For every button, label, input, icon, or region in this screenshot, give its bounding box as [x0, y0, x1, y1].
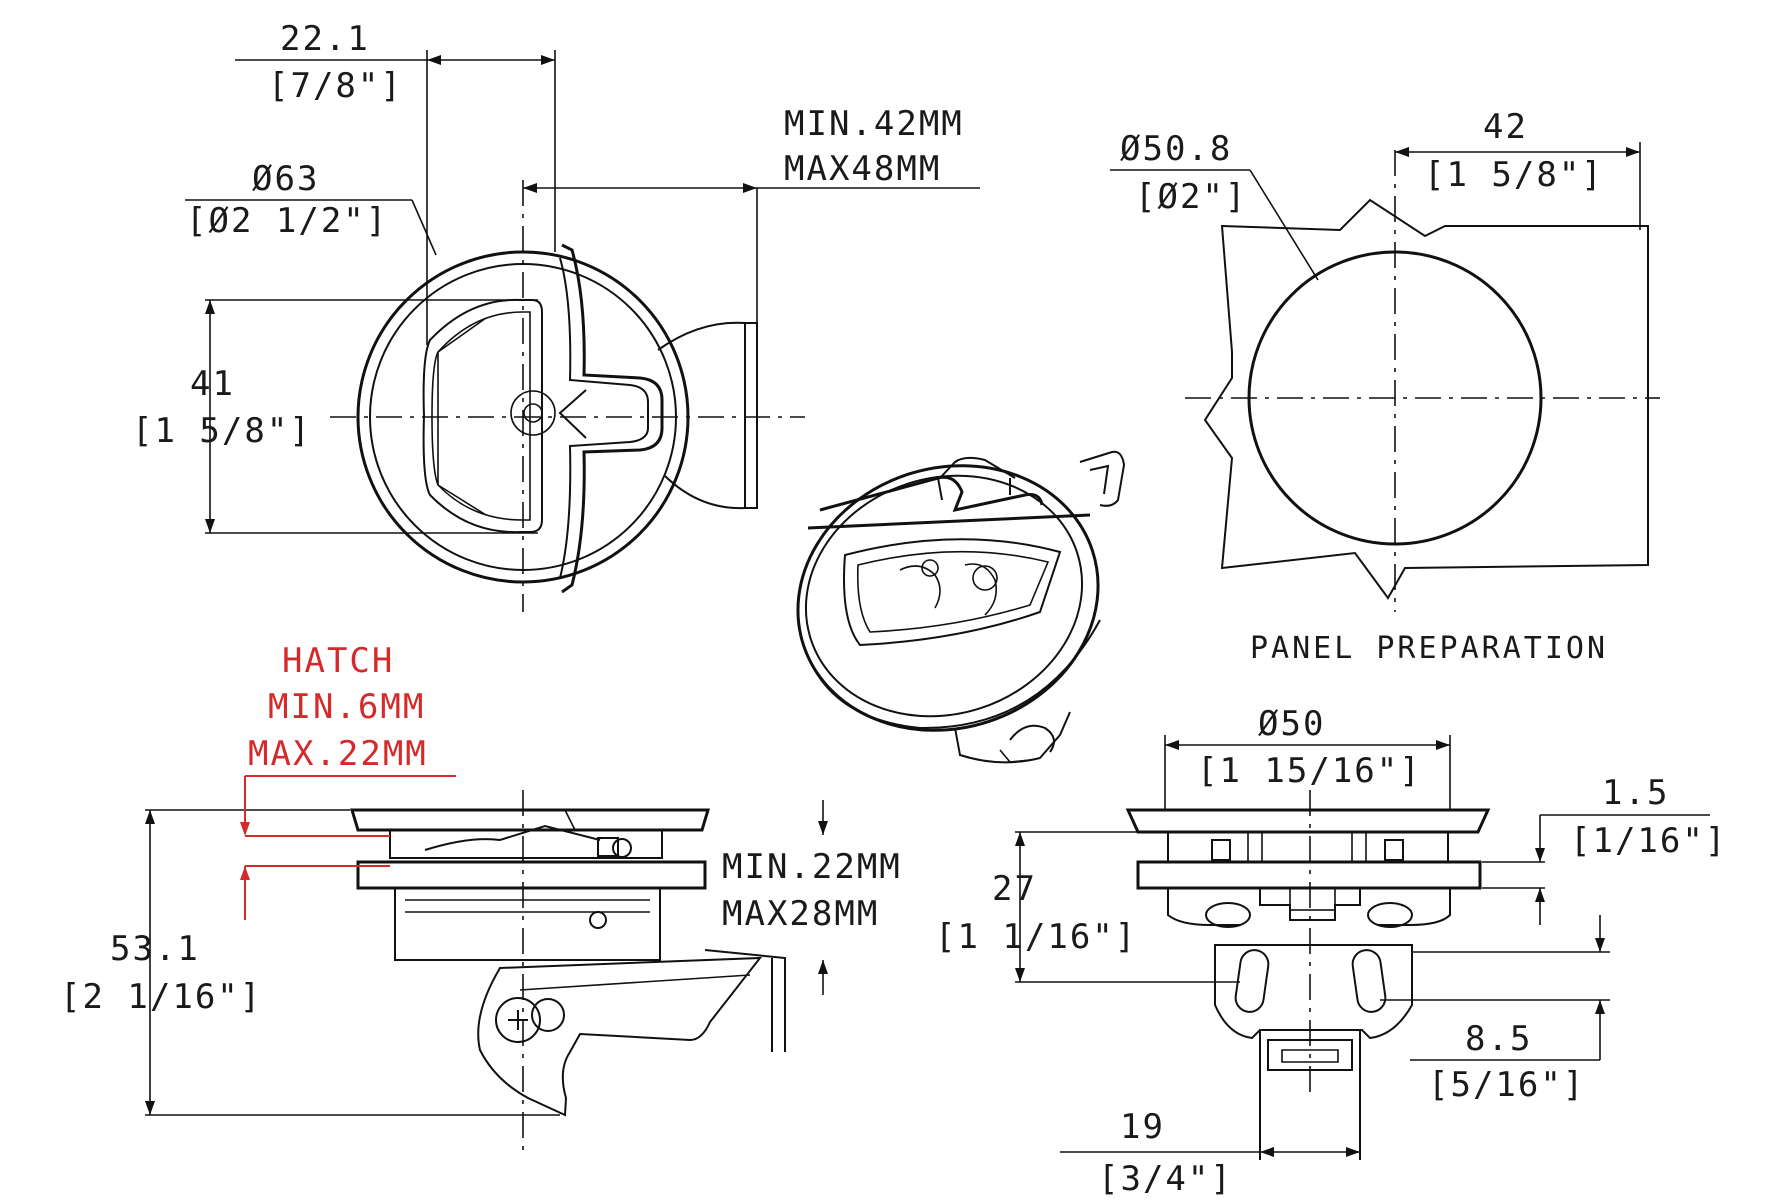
dim-dia-50-mm: Ø50 — [1258, 704, 1325, 744]
dim-22-1-mm: 22.1 — [280, 19, 370, 59]
panel-preparation: 42 [1 5/8"] Ø50.8 [Ø2"] PANEL PREPARATIO… — [1110, 107, 1660, 666]
top-view: 22.1 [7/8"] Ø63 [Ø2 1/2"] MIN.42MM MAX48… — [132, 19, 980, 612]
panel-preparation-title: PANEL PREPARATION — [1250, 631, 1608, 666]
dim-53-1-inch: [2 1/16"] — [60, 977, 262, 1017]
dim-dia-50-8-inch: [Ø2"] — [1135, 177, 1247, 217]
dim-1-5-mm: 1.5 — [1602, 773, 1669, 813]
dim-dia-50-inch: [1 15/16"] — [1197, 751, 1422, 791]
hatch-min: MIN.6MM — [268, 687, 425, 727]
dim-41-mm: 41 — [190, 364, 235, 404]
isometric-view — [796, 450, 1126, 764]
dim-42-inch: [1 5/8"] — [1424, 155, 1604, 195]
dim-min-42: MIN.42MM — [784, 104, 964, 144]
dim-53-1-mm: 53.1 — [110, 929, 200, 969]
hatch-title: HATCH — [282, 641, 394, 681]
dim-dia-63-mm: Ø63 — [252, 159, 319, 199]
front-view: Ø50 [1 15/16"] 1.5 [1/16"] 27 [1 1/16"] … — [935, 704, 1727, 1199]
hatch-max: MAX.22MM — [248, 734, 428, 774]
dim-41-inch: [1 5/8"] — [132, 411, 312, 451]
dim-19-inch: [3/4"] — [1098, 1159, 1233, 1199]
dim-max-48: MAX48MM — [784, 149, 941, 189]
dim-dia-50-8-mm: Ø50.8 — [1120, 129, 1232, 169]
dim-27-mm: 27 — [992, 869, 1037, 909]
dim-min-22: MIN.22MM — [722, 847, 902, 887]
side-view: 53.1 [2 1/16"] MIN.22MM MAX28MM HATCH MI… — [60, 641, 902, 1150]
dim-dia-63-inch: [Ø2 1/2"] — [186, 201, 388, 241]
dim-27-inch: [1 1/16"] — [935, 917, 1137, 957]
dim-8-5-mm: 8.5 — [1465, 1019, 1532, 1059]
dim-1-5-inch: [1/16"] — [1570, 821, 1727, 861]
dim-19-mm: 19 — [1120, 1107, 1165, 1147]
dim-42-mm: 42 — [1483, 107, 1528, 147]
dim-8-5-inch: [5/16"] — [1428, 1065, 1585, 1105]
dim-max-28: MAX28MM — [722, 894, 879, 934]
dim-22-1-inch: [7/8"] — [268, 66, 403, 106]
